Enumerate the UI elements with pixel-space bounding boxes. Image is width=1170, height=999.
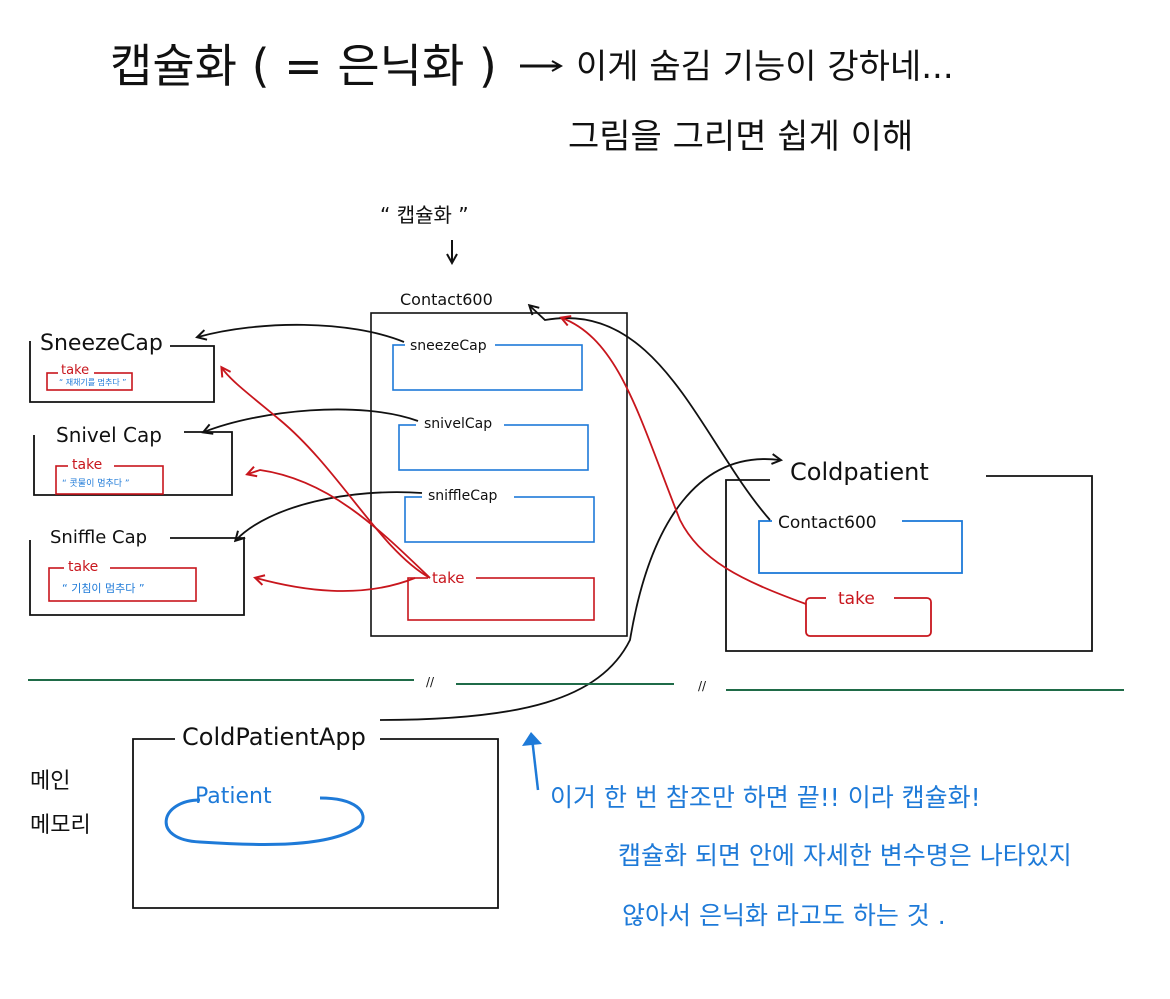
red-arrow-to-sneeze	[222, 368, 431, 579]
patient-field-loop	[164, 796, 365, 846]
red-arrow-to-sniffle	[256, 578, 416, 592]
field-label-snifflecap: sniffleCap	[428, 488, 498, 504]
cap-box-sniffle: Sniffle Cap take “ 기침이 멈추다 ”	[29, 527, 245, 616]
encapsulation-pointer-label: “ 캡슐화 ”	[380, 203, 469, 227]
note-line-2: 캡슐화 되면 안에 자세한 변수명은 나타있지	[618, 841, 1072, 870]
cap-take-label: take	[72, 457, 102, 473]
note-line-1: 이거 한 번 참조만 하면 끝!! 이라 캡슐화!	[550, 783, 981, 812]
note-arrow-head	[522, 732, 542, 746]
coldpatient-title: Coldpatient	[790, 458, 929, 486]
cap-take-text: “ 기침이 멈추다 ”	[62, 582, 145, 595]
header-arrow-note: 이게 숨김 기능이 강하네...	[576, 47, 954, 87]
coldpatientapp-title: ColdPatientApp	[182, 723, 366, 751]
divider-mark: //	[426, 675, 435, 689]
coldpatient-field-label: Contact600	[778, 513, 877, 533]
method-box-take	[407, 577, 595, 621]
method-label-take: take	[432, 569, 464, 587]
note-line-3: 않아서 은닉화 라고도 하는 것 .	[622, 901, 946, 930]
cap-take-label: take	[68, 559, 98, 575]
arrow-snifflecap	[236, 491, 423, 540]
patient-field-label: Patient	[195, 784, 272, 809]
main-memory-label-1: 메인	[30, 769, 70, 794]
arrow-app-to-coldpatient	[379, 459, 780, 721]
coldpatient-method-mask	[826, 591, 894, 604]
cap-take-mask	[68, 458, 114, 470]
cap-title: SneezeCap	[40, 331, 163, 356]
coldpatient-box: Coldpatient Contact600 take	[725, 458, 1093, 652]
cap-title: Snivel Cap	[56, 423, 162, 447]
header-sub-note: 그림을 그리면 쉽게 이해	[568, 117, 913, 157]
cap-take-text: “ 재채기를 멈추다 ”	[59, 377, 126, 387]
field-label-snivelcap: snivelCap	[424, 416, 492, 432]
field-label-mask	[422, 492, 514, 502]
cap-box-snivel: Snivel Cap take “ 콧물이 멈추다 ”	[33, 423, 233, 496]
coldpatientapp-box: ColdPatientApp Patient	[132, 723, 499, 909]
header-title: 캡슐화 ( = 은닉화 )	[110, 39, 497, 93]
coldpatient-field-mask	[772, 514, 902, 526]
arrow-sneezecap	[198, 323, 405, 343]
note-arrow-shaft	[530, 737, 540, 791]
divider-mark: //	[698, 679, 707, 693]
field-label-mask	[405, 342, 495, 350]
cap-take-label: take	[61, 363, 89, 378]
main-memory-label-2: 메모리	[30, 813, 91, 838]
field-label-sneezecap: sneezeCap	[410, 338, 487, 354]
cap-take-mask	[64, 560, 110, 572]
arrow-snivelcap	[204, 408, 419, 432]
cap-take-mask	[58, 366, 94, 376]
red-arrow-to-snivel	[248, 470, 431, 579]
arrow-field-to-contact600	[530, 306, 771, 521]
cap-title: Sniffle Cap	[50, 527, 147, 548]
field-label-mask	[416, 420, 504, 430]
cap-take-box	[48, 567, 197, 602]
method-label-mask	[428, 572, 476, 584]
cap-box-sneeze: SneezeCap take “ 재채기를 멈추다 ”	[29, 331, 215, 403]
red-arrow-take-to-contact600	[562, 318, 807, 605]
contact600-box: Contact600 sneezeCap snivelCap sniffleCa…	[370, 290, 628, 637]
memory-divider: // //	[28, 675, 1124, 693]
encapsulation-note: 이거 한 번 참조만 하면 끝!! 이라 캡슐화! 캡슐화 되면 안에 자세한 …	[522, 732, 1072, 930]
cap-take-text: “ 콧물이 멈추다 ”	[62, 478, 130, 489]
coldpatient-method-label: take	[838, 589, 875, 609]
contact600-title: Contact600	[400, 290, 493, 309]
